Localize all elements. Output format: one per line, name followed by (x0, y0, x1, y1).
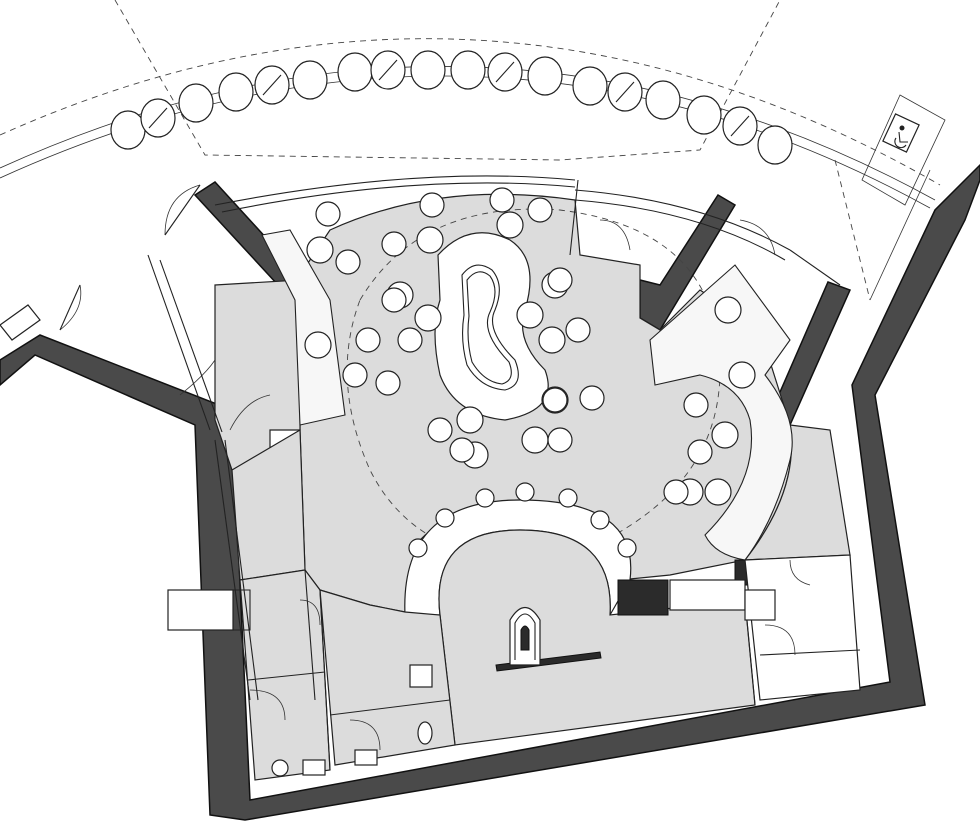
bar-stool (435, 508, 455, 528)
lounge-chair (547, 267, 573, 293)
lounge-chair (375, 370, 401, 396)
bar-stools (408, 482, 637, 558)
lounge-chair (427, 417, 453, 443)
lounge-chair (527, 197, 553, 223)
lounge-chair (315, 201, 341, 227)
terrace-chair (218, 72, 254, 112)
sink-icon (302, 759, 326, 776)
west-entrance (0, 304, 41, 341)
terrace-chair-detail (262, 74, 282, 96)
banquette-right (649, 264, 793, 561)
bar-column (617, 579, 669, 616)
sink-icon (409, 664, 433, 688)
fireplace-icon (509, 606, 541, 666)
terrace-chair (337, 52, 373, 92)
lounge-chair (381, 231, 407, 257)
lounge-table (728, 361, 756, 389)
lounge-chair (342, 362, 368, 388)
toilet-icon (417, 721, 433, 745)
bar-shelf (495, 651, 602, 672)
lounge-chair (355, 327, 381, 353)
lounge-chair (547, 427, 573, 453)
terrace-chair-detail (495, 61, 515, 83)
terrace-chair (757, 125, 793, 165)
service-rooms (669, 554, 861, 706)
lounge-chair (683, 392, 709, 418)
lounge-chair (542, 387, 568, 413)
banquette-left (261, 229, 346, 426)
terrace-chair (572, 66, 608, 106)
lounge-table (456, 406, 484, 434)
lounge-table (516, 301, 544, 329)
bar-stool (475, 488, 495, 508)
island-bar (434, 232, 549, 421)
circulation-path (346, 208, 721, 562)
service-counter (669, 579, 746, 611)
terrace-chair (527, 56, 563, 96)
lounge-table (521, 426, 549, 454)
terrace-chair-detail (615, 81, 635, 103)
lounge-chair (381, 287, 407, 313)
lounge-table (496, 211, 524, 239)
terrace-chair (110, 110, 146, 150)
lounge-table (538, 326, 566, 354)
lounge-table (304, 331, 332, 359)
terrace-chair-detail (730, 115, 750, 137)
sink-icon (354, 749, 378, 766)
bar-stool (558, 488, 578, 508)
facade-lines (214, 175, 841, 286)
bar-stool (590, 510, 610, 530)
terrace-chair (178, 83, 214, 123)
terrace-chair (292, 60, 328, 100)
terrace-chair-detail (378, 59, 398, 81)
lounge-chair (565, 317, 591, 343)
toilet-icon (271, 759, 289, 777)
bar-stool (408, 538, 428, 558)
terrace-chairs (110, 50, 793, 165)
lounge-chair (687, 439, 713, 465)
lounge-table (714, 296, 742, 324)
lounge-table (416, 226, 444, 254)
lounge-chair (489, 187, 515, 213)
lounge-table (414, 304, 442, 332)
door-swings (59, 184, 811, 751)
lounge-chair (579, 385, 605, 411)
bar-stool (515, 482, 535, 502)
bar-stool (617, 538, 637, 558)
restrooms (239, 569, 456, 781)
lounge-table (704, 478, 732, 506)
lounge-chair (397, 327, 423, 353)
lounge-table (711, 421, 739, 449)
lounge-chair (335, 249, 361, 275)
lounge-chair (663, 479, 689, 505)
lounge-table (306, 236, 334, 264)
terrace-chair-detail (148, 107, 168, 129)
accessible-parking-icon (882, 113, 920, 153)
storage-box (744, 589, 776, 621)
side-entrance (167, 589, 234, 631)
terrace-chair (686, 95, 722, 135)
terrace-chair (450, 50, 486, 90)
lounge-chair (449, 437, 475, 463)
terrace-chair (645, 80, 681, 120)
entrances (0, 254, 259, 701)
terrace-chair (410, 50, 446, 90)
lounge-tables (304, 187, 756, 506)
lounge-chair (419, 192, 445, 218)
